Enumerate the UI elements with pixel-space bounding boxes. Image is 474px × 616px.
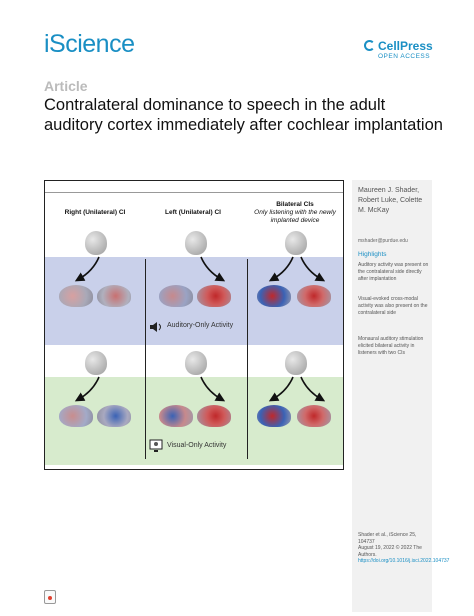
article-title: Contralateral dominance to speech in the… bbox=[44, 96, 443, 134]
highlight-item: Visual-evoked cross-modal activity was a… bbox=[358, 296, 428, 316]
speaker-icon bbox=[150, 322, 161, 332]
visual-band bbox=[45, 377, 343, 465]
auditory-only-label: Auditory-Only Activity bbox=[167, 322, 234, 329]
head-icon bbox=[185, 231, 207, 255]
publisher-name: CellPress bbox=[378, 39, 433, 53]
doi-link[interactable]: https://doi.org/10.1016/j.isci.2022.1047… bbox=[358, 558, 450, 564]
open-access-label: OPEN ACCESS bbox=[378, 53, 431, 60]
author-list: Maureen J. Shader, Robert Luke, Colette … bbox=[358, 187, 423, 214]
column-header-right-ci: Right (Unilateral) CI bbox=[64, 209, 126, 216]
arrows-row-1 bbox=[74, 256, 326, 282]
visual-only-label: Visual-Only Activity bbox=[167, 442, 227, 449]
cellpress-logo-icon bbox=[364, 40, 375, 51]
brain-right-hemisphere bbox=[197, 285, 231, 307]
brain-left-hemisphere bbox=[257, 405, 291, 427]
brain-left-hemisphere bbox=[159, 405, 193, 427]
brain-right-hemisphere bbox=[297, 405, 331, 427]
column-header-bilateral-ci: Bilateral CIs Only listening with the ne… bbox=[254, 201, 336, 224]
update-indicator-icon bbox=[48, 596, 52, 600]
brain-left-hemisphere bbox=[59, 405, 93, 427]
corresponding-email[interactable]: mshader@purdue.edu bbox=[358, 238, 408, 244]
article-type: Article bbox=[44, 78, 88, 94]
arrows-row-2 bbox=[74, 376, 326, 402]
head-icon bbox=[85, 351, 107, 375]
brain-right-hemisphere bbox=[297, 285, 331, 307]
brain-right-hemisphere bbox=[97, 405, 131, 427]
graphical-abstract: Right (Unilateral) CI Left (Unilateral) … bbox=[44, 180, 344, 470]
column-divider bbox=[247, 259, 248, 459]
citation-block: Shader et al., iScience 25, 104737 Augus… bbox=[358, 532, 450, 565]
brain-left-hemisphere bbox=[59, 285, 93, 307]
head-icon bbox=[285, 231, 307, 255]
sidebar-panel bbox=[352, 180, 432, 612]
highlight-item: Auditory activity was present on the con… bbox=[358, 262, 429, 282]
monitor-icon bbox=[149, 439, 163, 452]
brain-right-hemisphere bbox=[197, 405, 231, 427]
brain-left-hemisphere bbox=[257, 285, 291, 307]
head-icon bbox=[85, 231, 107, 255]
auditory-band bbox=[45, 257, 343, 345]
citation-text: Shader et al., iScience 25, 104737 bbox=[358, 532, 417, 545]
head-icon bbox=[285, 351, 307, 375]
column-header-left-ci: Left (Unilateral) CI bbox=[165, 209, 221, 216]
publication-date: August 19, 2022 © 2022 The Authors. bbox=[358, 545, 422, 558]
column-divider bbox=[145, 259, 146, 459]
journal-name: iScience bbox=[44, 30, 135, 58]
brain-right-hemisphere bbox=[97, 285, 131, 307]
highlights-heading: Highlights bbox=[358, 251, 387, 258]
head-icon bbox=[185, 351, 207, 375]
highlight-item: Monaural auditory stimulation elicited b… bbox=[358, 336, 424, 356]
brain-left-hemisphere bbox=[159, 285, 193, 307]
abstract-top-bar bbox=[45, 181, 343, 193]
